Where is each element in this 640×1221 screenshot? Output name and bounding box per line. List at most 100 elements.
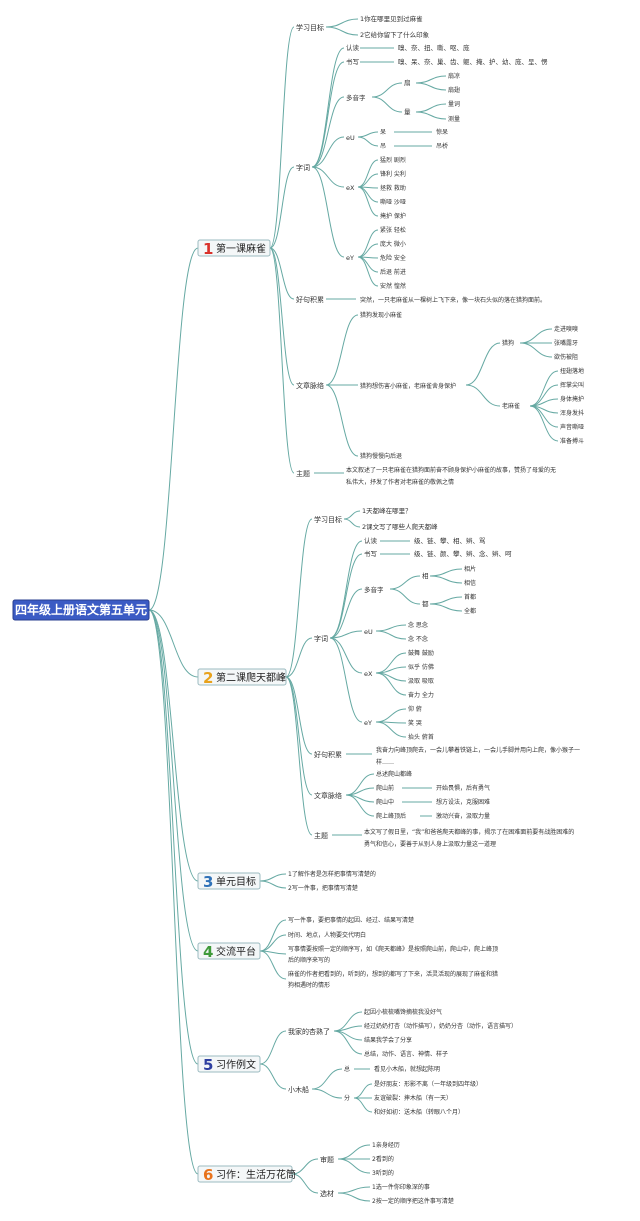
connector: [429, 596, 463, 605]
l2-goal-item: 1天都峰在哪里？: [362, 506, 412, 515]
connector: [311, 166, 345, 258]
connector: [337, 1186, 371, 1194]
connector: [519, 328, 553, 344]
connector: [415, 103, 447, 113]
connector: [285, 518, 313, 678]
writing-node[interactable]: 6 习作：生活万花筒: [197, 1165, 296, 1184]
connector: [337, 1192, 371, 1202]
l2-write-text: 级、链、颜、攀、辫、念、辫、呵: [414, 549, 512, 558]
l2-theme-label: 主题: [314, 831, 328, 840]
connector: [353, 1097, 373, 1113]
connector: [311, 166, 345, 188]
connector: [357, 186, 379, 203]
connector: [333, 1030, 363, 1055]
l1-poly-word: 扇凉: [448, 72, 460, 80]
writing-material-label: 选材: [320, 1189, 334, 1198]
connector: [415, 75, 447, 84]
connector: [259, 950, 287, 980]
l1-ex-item: 嘶哑 沙哑: [380, 198, 406, 206]
l2-poly-char: 相: [422, 571, 429, 580]
l1-poly-word: 量词: [448, 100, 460, 108]
l1-eu-char: 吊: [380, 143, 386, 150]
lesson-2-label: 第二课爬天都峰: [216, 671, 286, 684]
connector: [329, 588, 363, 639]
connector: [325, 314, 359, 386]
l2-stage-text: 激动兴奋，汲取力量: [436, 812, 490, 820]
connector: [337, 1158, 371, 1174]
writing-topic-item: 3听到的: [372, 1169, 394, 1177]
l2-sentence-line: 我奋力向峰顶爬去，一会儿攀着铁链上，一会儿手脚并用向上爬，像小猴子一: [376, 746, 580, 754]
l2-ey-label: eY: [364, 719, 372, 727]
lesson-1-node[interactable]: 1 第一课麻雀: [197, 239, 271, 258]
l1-goal-item: 2它给你留下了什么印象: [360, 30, 430, 39]
l1-eu-word: 吊桥: [436, 142, 448, 150]
l1-ex-label: eX: [346, 184, 355, 192]
connector: [259, 1063, 287, 1090]
exchange-platform-node[interactable]: 4 交流平台: [197, 942, 261, 961]
connector: [357, 131, 379, 138]
connector: [285, 676, 313, 755]
l1-words-label: 字词: [296, 163, 310, 172]
connector: [329, 630, 363, 639]
connector: [148, 609, 199, 1065]
connector: [353, 1083, 373, 1099]
essay-2-item: 和好如初：送木船（转眼八个月）: [374, 1108, 464, 1116]
l2-goal-label: 学习目标: [314, 515, 342, 524]
example-essay-node[interactable]: 5 习作例文: [197, 1055, 261, 1074]
example-essay-label: 习作例文: [216, 1058, 256, 1071]
l2-sentence-label: 好句积累: [314, 750, 342, 759]
l2-stage-text: 开始畏惧，后有勇气: [436, 784, 490, 792]
connector: [285, 676, 313, 796]
connector: [311, 136, 345, 168]
exchange-platform-number: 4: [203, 943, 213, 961]
example-essay-number: 5: [203, 1056, 213, 1074]
connector: [291, 1158, 319, 1175]
connector: [529, 370, 559, 407]
root-node[interactable]: 四年级上册语文第五单元: [12, 599, 150, 621]
writing-number: 6: [203, 1166, 213, 1184]
l1-dog-label: 猎狗: [502, 339, 514, 347]
connector: [148, 247, 199, 611]
essay-2-part: 总: [344, 1065, 350, 1073]
writing-material-item: 1选一件你印象深的事: [372, 1183, 430, 1191]
l2-theme-line: 勇气和信心，要善于从别人身上汲取力量这一道理: [364, 840, 496, 848]
exchange-item: 狗相遇时的情形: [288, 981, 330, 989]
connector: [357, 256, 379, 273]
l1-bird-item: 准备搏斗: [560, 437, 584, 445]
l2-ey-item: 抬头 俯首: [408, 733, 434, 741]
lesson-2-node[interactable]: 2 第二课爬天都峰: [197, 668, 287, 687]
writing-material-item: 2按一定的顺序把这件事写清楚: [372, 1197, 454, 1205]
l1-ey-item: 紧张 轻松: [380, 226, 406, 234]
connector: [329, 553, 363, 639]
essay-2-part: 分: [344, 1094, 350, 1102]
essay-1-item: 结果我学会了分享: [364, 1036, 412, 1044]
connector: [375, 708, 407, 723]
connector: [465, 342, 501, 386]
connector: [429, 568, 463, 577]
exchange-item: 后的顺序来写的: [288, 956, 330, 964]
l1-bird-label: 老麻雀: [502, 402, 520, 410]
l1-read-label: 认读: [346, 43, 360, 52]
l1-bird-item: 浑身发抖: [560, 409, 584, 417]
l2-ex-label: eX: [364, 670, 373, 678]
l1-eu-char: 呆: [380, 129, 386, 136]
l2-poly-word: 首都: [464, 593, 476, 601]
connector: [325, 384, 359, 457]
l1-structure-item: 猎狗慢慢向后退: [360, 452, 402, 460]
unit-goal-number: 3: [203, 873, 213, 891]
l2-goal-item: 2课文写了哪些人爬天都峰: [362, 522, 438, 531]
l1-poly-char: 扇: [404, 78, 411, 87]
connector: [357, 243, 379, 258]
connector: [337, 1144, 371, 1160]
l2-structure-label: 文章脉络: [314, 791, 342, 800]
essay-1-item: 起因小梳梳嘴馋摘梳我没好气: [364, 1008, 442, 1016]
unit-goal-node[interactable]: 3 单元目标: [197, 872, 261, 891]
l2-stage-label: 爬山中: [376, 798, 394, 806]
l2-stage-text: 想方设法，克服困难: [436, 798, 490, 806]
connector: [357, 159, 379, 188]
l2-eu-item: 念 思念: [408, 621, 428, 629]
essay-2-label: 小木船: [288, 1085, 309, 1094]
lesson-1-label: 第一课麻雀: [216, 242, 266, 255]
l1-bird-item: 扭翅落地: [560, 367, 584, 375]
connector: [148, 609, 199, 1175]
